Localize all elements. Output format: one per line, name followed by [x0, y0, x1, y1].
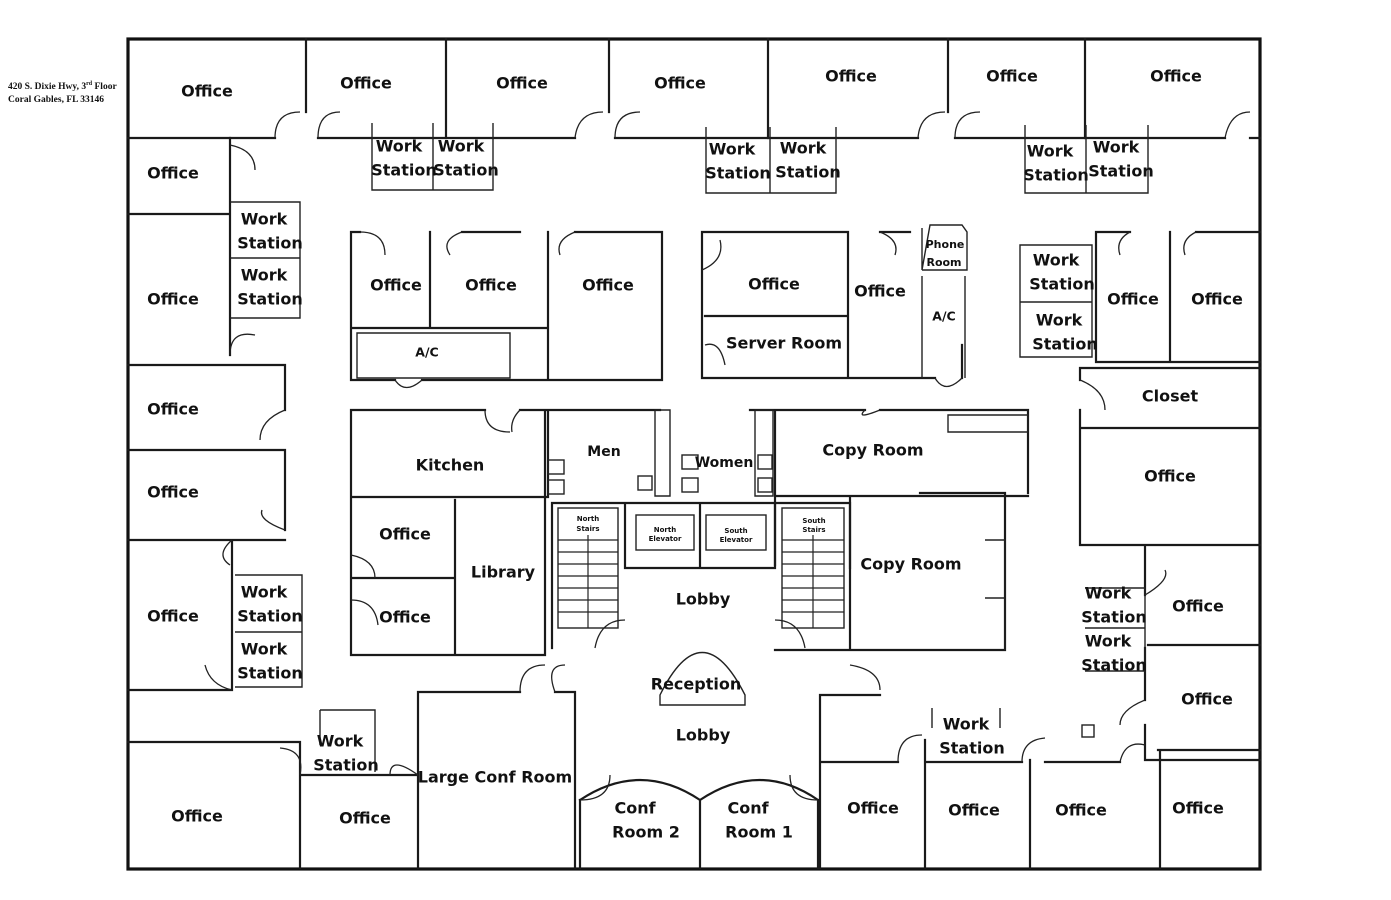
label-station: Station — [433, 161, 498, 180]
stair-treads — [558, 535, 844, 628]
label-office: Office — [147, 164, 199, 183]
label-station: Station — [237, 234, 302, 253]
label-office: Office — [1191, 290, 1243, 309]
label-office: Office — [147, 400, 199, 419]
label-office: Office — [181, 82, 233, 101]
label-south: South — [802, 517, 825, 525]
label-lobby: Lobby — [676, 726, 731, 745]
label-office: Office — [854, 282, 906, 301]
label-server-room: Server Room — [726, 334, 842, 353]
address-line-2: Coral Gables, FL 33146 — [8, 95, 105, 105]
label-office: Office — [379, 525, 431, 544]
label-office: Office — [748, 275, 800, 294]
label-station: Station — [237, 664, 302, 683]
label-stairs: Stairs — [802, 526, 825, 534]
label-conf: Conf — [614, 799, 656, 818]
address-line-1: 420 S. Dixie Hwy, 3rd Floor — [8, 81, 117, 93]
label-men: Men — [587, 444, 620, 460]
label-library: Library — [471, 563, 536, 582]
label-room-1: Room 1 — [725, 823, 793, 842]
label-work: Work — [1085, 632, 1132, 651]
label-copy-room: Copy Room — [822, 441, 923, 460]
label-work: Work — [943, 715, 990, 734]
label-office: Office — [847, 799, 899, 818]
label-work: Work — [241, 210, 288, 229]
label-work: Work — [1033, 251, 1080, 270]
label-station: Station — [1081, 608, 1146, 627]
label-work: Work — [317, 732, 364, 751]
label-north: North — [577, 515, 599, 523]
label-south: South — [724, 527, 747, 535]
label-kitchen: Kitchen — [416, 456, 485, 475]
label-work: Work — [376, 137, 423, 156]
label-work: Work — [780, 139, 827, 158]
label-work: Work — [241, 266, 288, 285]
label-elevator: Elevator — [720, 536, 753, 544]
label-reception: Reception — [651, 675, 741, 694]
building-outline — [126, 37, 1262, 871]
label-work: Work — [709, 140, 756, 159]
label-office: Office — [147, 290, 199, 309]
label-work: Work — [1085, 584, 1132, 603]
label-lobby: Lobby — [676, 590, 731, 609]
label-copy-room: Copy Room — [860, 555, 961, 574]
label-office: Office — [496, 74, 548, 93]
label-work: Work — [438, 137, 485, 156]
label-station: Station — [939, 739, 1004, 758]
label-office: Office — [1144, 467, 1196, 486]
label-work: Work — [241, 640, 288, 659]
label-stairs: Stairs — [576, 525, 599, 533]
label-office: Office — [147, 483, 199, 502]
label-office: Office — [1150, 67, 1202, 86]
label-ac: A/C — [932, 309, 955, 324]
label-office: Office — [1107, 290, 1159, 309]
walls — [126, 37, 1262, 870]
label-office: Office — [582, 276, 634, 295]
label-office: Office — [948, 801, 1000, 820]
label-work: Work — [1027, 142, 1074, 161]
label-station: Station — [705, 164, 770, 183]
label-closet: Closet — [1142, 387, 1199, 406]
label-work: Work — [1036, 311, 1083, 330]
label-office: Office — [379, 608, 431, 627]
restroom-fixtures — [547, 454, 773, 495]
label-office: Office — [1055, 801, 1107, 820]
label-phone: Phone — [926, 238, 965, 251]
room-labels: Office Office Office Office Office Offic… — [147, 67, 1243, 842]
label-office: Office — [339, 809, 391, 828]
door-swings — [204, 111, 1251, 801]
label-station: Station — [1029, 275, 1094, 294]
label-office: Office — [370, 276, 422, 295]
label-elevator: Elevator — [649, 535, 682, 543]
label-station: Station — [237, 290, 302, 309]
label-conf: Conf — [727, 799, 769, 818]
label-work: Work — [1093, 138, 1140, 157]
label-women: Women — [695, 455, 754, 471]
label-office: Office — [147, 607, 199, 626]
label-office: Office — [340, 74, 392, 93]
label-ac: A/C — [415, 345, 438, 360]
label-station: Station — [1023, 166, 1088, 185]
label-office: Office — [986, 67, 1038, 86]
label-office: Office — [1172, 597, 1224, 616]
label-station: Station — [371, 161, 436, 180]
label-station: Station — [1032, 335, 1097, 354]
label-office: Office — [1181, 690, 1233, 709]
label-work: Work — [241, 583, 288, 602]
label-office: Office — [825, 67, 877, 86]
label-office: Office — [1172, 799, 1224, 818]
label-room-2: Room 2 — [612, 823, 680, 842]
label-station: Station — [1081, 656, 1146, 675]
label-large-conf-room: Large Conf Room — [418, 768, 572, 787]
label-station: Station — [237, 607, 302, 626]
label-station: Station — [775, 163, 840, 182]
label-station: Station — [1088, 162, 1153, 181]
label-north: North — [654, 526, 676, 534]
label-office: Office — [465, 276, 517, 295]
label-room: Room — [926, 256, 961, 269]
label-office: Office — [654, 74, 706, 93]
label-station: Station — [313, 756, 378, 775]
label-office: Office — [171, 807, 223, 826]
